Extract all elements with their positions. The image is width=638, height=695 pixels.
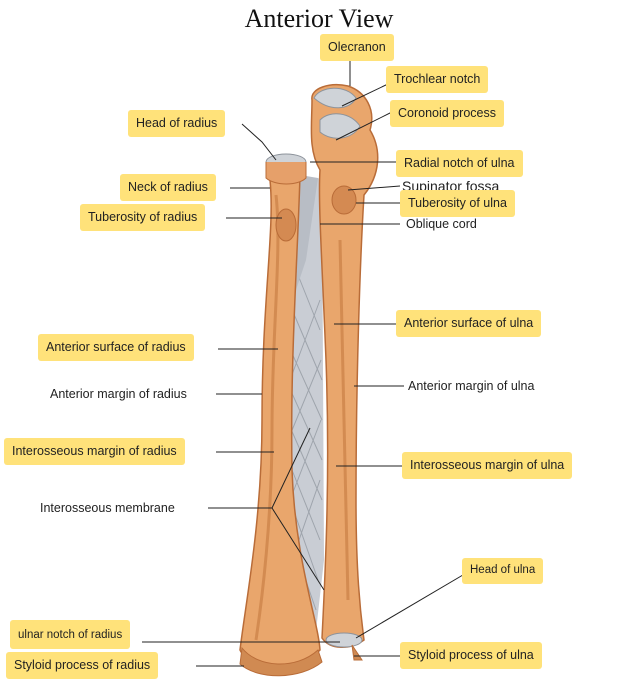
label-neck-of-radius: Neck of radius — [120, 174, 216, 201]
label-anterior-margin-of-ulna: Anterior margin of ulna — [408, 379, 535, 393]
label-head-of-radius: Head of radius — [128, 110, 226, 137]
label-styloid-process-of-radius: Styloid process of radius — [6, 652, 159, 679]
label-coronoid-process: Coronoid process — [390, 100, 504, 127]
label-anterior-surface-of-radius: Anterior surface of radius — [38, 334, 194, 361]
label-head-of-ulna: Head of ulna — [462, 558, 544, 584]
label-oblique-cord: Oblique cord — [406, 217, 477, 231]
label-styloid-process-of-ulna: Styloid process of ulna — [400, 642, 542, 669]
label-radial-notch-of-ulna: Radial notch of ulna — [396, 150, 523, 177]
label-anterior-margin-of-radius: Anterior margin of radius — [50, 387, 187, 401]
label-tuberosity-of-ulna: Tuberosity of ulna — [400, 190, 515, 217]
label-anterior-surface-of-ulna: Anterior surface of ulna — [396, 310, 542, 337]
label-interosseous-membrane: Interosseous membrane — [40, 501, 175, 515]
label-interosseous-margin-of-ulna: Interosseous margin of ulna — [402, 452, 573, 479]
label-supinator-fossa: Supinator fossa — [402, 178, 500, 194]
label-tuberosity-of-radius: Tuberosity of radius — [80, 204, 206, 231]
diagram-title: Anterior View — [244, 4, 394, 33]
label-interosseous-margin-of-radius: Interosseous margin of radius — [4, 438, 185, 465]
label-trochlear-notch: Trochlear notch — [386, 66, 489, 93]
oblique-cord-shape — [296, 175, 318, 290]
label-olecranon: Olecranon — [320, 34, 394, 61]
radius-bone — [239, 153, 323, 677]
leader-lines — [142, 54, 469, 667]
label-ulnar-notch-of-radius: ulnar notch of radius — [10, 620, 131, 649]
